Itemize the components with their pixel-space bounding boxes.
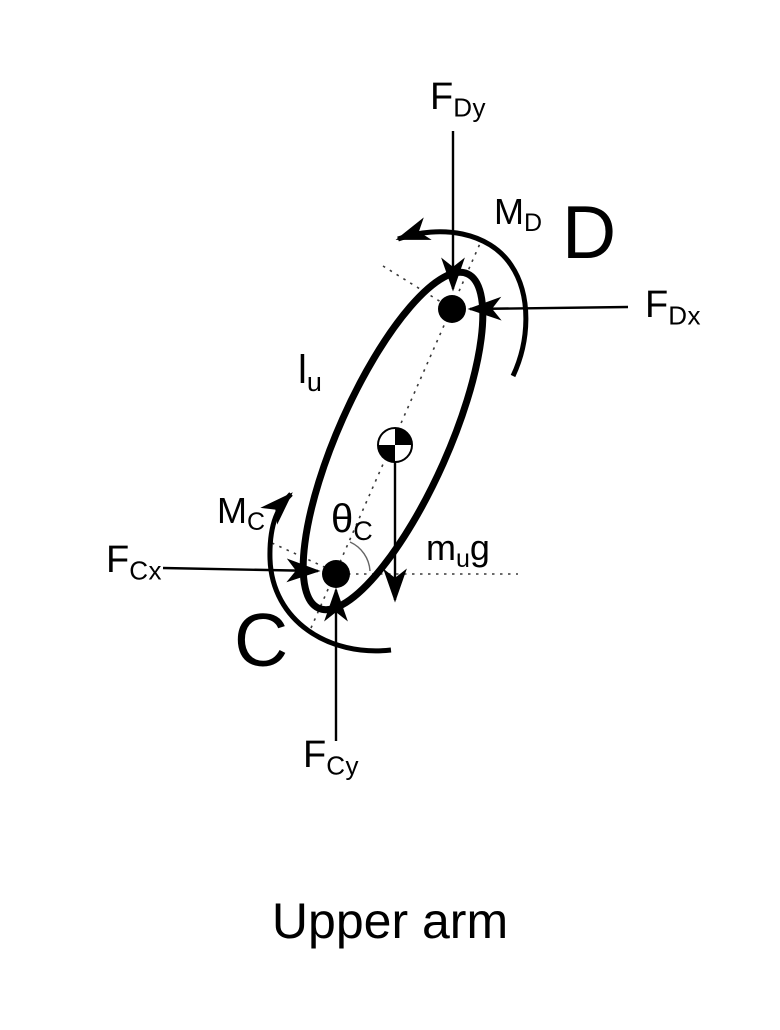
force-fdx-arrow xyxy=(467,296,629,321)
force-label-fdy: FDy xyxy=(430,78,486,120)
force-label-fdx-main: F xyxy=(645,284,669,326)
angle-label-theta-c-sub: C xyxy=(353,516,373,547)
length-label-lu: lu xyxy=(298,350,322,396)
force-fcx-arrow xyxy=(162,558,321,583)
weight-label-mug-sub: u xyxy=(456,545,470,573)
force-label-fcx-main: F xyxy=(106,539,130,581)
angle-label-theta-c: θC xyxy=(331,499,373,545)
force-label-fdy-main: F xyxy=(430,76,454,118)
center-of-mass-icon xyxy=(377,427,413,463)
moment-label-md-sub: D xyxy=(524,209,543,237)
weight-label-mug: mug xyxy=(426,530,490,572)
joint-d-letter: D xyxy=(562,190,617,274)
force-label-fcy-main: F xyxy=(303,734,327,776)
force-label-fcx-sub: Cx xyxy=(129,555,162,586)
moment-mc-arc-arrow xyxy=(260,492,392,654)
moment-md-arc-arrow xyxy=(395,217,529,378)
moment-label-mc-sub: C xyxy=(247,508,266,536)
force-label-fdx: FDx xyxy=(645,286,701,328)
joint-d-node xyxy=(438,295,466,323)
force-label-fcy-sub: Cy xyxy=(326,750,359,781)
moment-label-md-main: M xyxy=(494,191,524,232)
force-label-fcx: FCx xyxy=(106,541,162,583)
force-label-fcy: FCy xyxy=(303,736,359,778)
figure-caption: Upper arm xyxy=(271,893,509,949)
joint-c-node xyxy=(322,560,350,588)
force-label-fdy-sub: Dy xyxy=(453,92,486,123)
length-label-lu-sub: u xyxy=(306,367,322,398)
force-label-fdx-sub: Dx xyxy=(668,300,701,331)
moment-label-md: MD xyxy=(494,194,542,236)
length-label-lu-main: l xyxy=(298,348,307,392)
joint-d-reference-dotted-line xyxy=(382,265,450,308)
joint-c-letter: C xyxy=(234,598,289,682)
angle-label-theta-c-main: θ xyxy=(331,497,354,541)
upper-arm-body-ellipse xyxy=(299,268,487,614)
theta-c-angle-arc xyxy=(349,541,371,572)
moment-label-mc: MC xyxy=(217,493,265,535)
moment-label-mc-main: M xyxy=(217,490,247,531)
weight-label-mug-main: m xyxy=(426,527,456,568)
weight-label-mug-tail: g xyxy=(469,527,490,568)
